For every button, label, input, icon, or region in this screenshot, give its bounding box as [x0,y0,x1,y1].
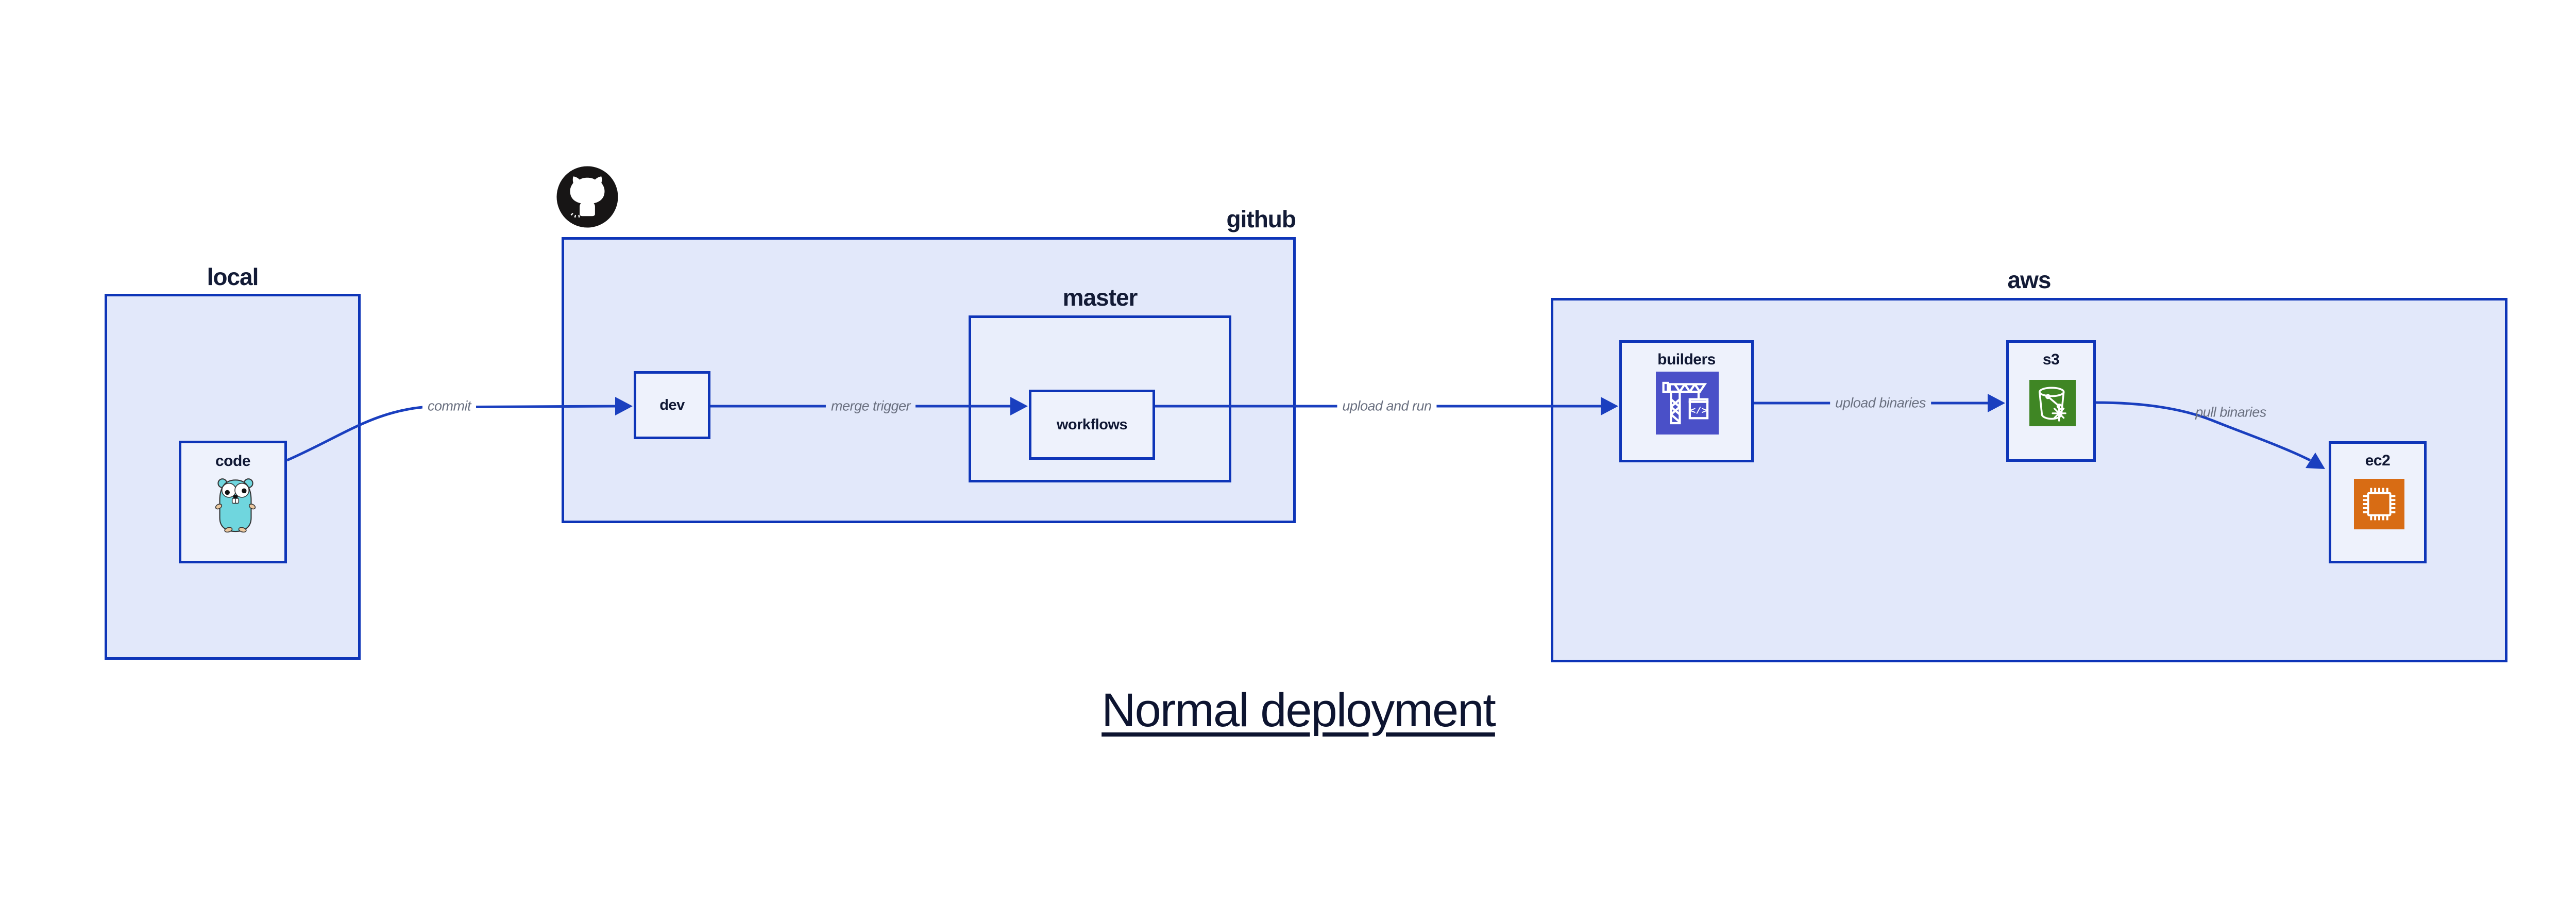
aws-ec2-chip-icon [2354,479,2404,529]
node-workflows: workflows [1029,390,1155,460]
node-s3-label: s3 [2042,351,2060,368]
node-code-label: code [215,453,251,470]
node-dev-label: dev [659,396,685,413]
github-octocat-icon [556,166,618,228]
diagram-title: Normal deployment [1101,684,1496,737]
github-container-label: github [1226,206,1297,232]
aws-s3-glacier-bucket-icon [2029,380,2076,426]
edge-pull-binaries-label: pull binaries [2195,404,2266,420]
node-builders: builders </> [1619,340,1754,462]
node-s3: s3 [2006,340,2096,462]
aws-codebuild-crane-icon: </> [1656,372,1719,435]
edge-upload-and-run-label: upload and run [1337,397,1437,415]
node-builders-label: builders [1657,351,1716,368]
edge-commit-label: commit [422,397,476,415]
node-workflows-label: workflows [1056,416,1128,433]
svg-text:</>: </> [1690,407,1707,417]
node-code: code [179,441,287,563]
go-gopher-icon [215,478,256,533]
edge-upload-binaries-label: upload binaries [1830,394,1931,412]
master-container-label: master [1062,284,1138,311]
node-ec2: ec2 [2329,441,2427,563]
edge-merge-trigger-label: merge trigger [825,397,916,415]
node-ec2-label: ec2 [2365,452,2391,469]
local-container-label: local [207,263,259,290]
aws-container-label: aws [2007,266,2052,293]
node-dev: dev [634,371,710,439]
